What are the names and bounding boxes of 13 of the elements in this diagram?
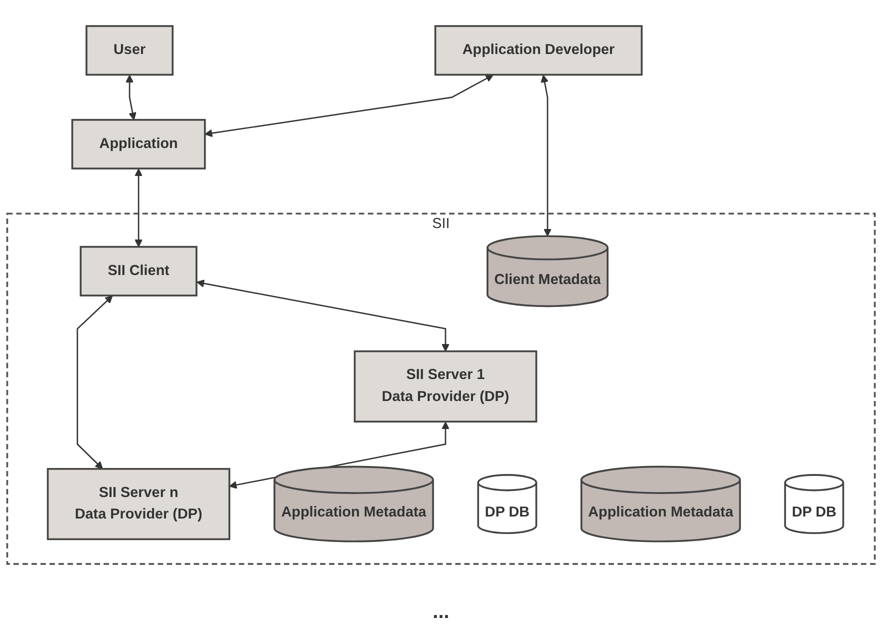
node-box: User	[86, 25, 174, 76]
node-box: SII Client	[80, 246, 198, 296]
arrow	[196, 280, 450, 352]
arrow	[204, 74, 494, 138]
arrow	[76, 295, 113, 470]
node-box: SII Server n Data Provider (DP)	[46, 468, 230, 540]
arrow	[126, 74, 136, 120]
node-box: Application Developer	[434, 25, 643, 76]
arrow	[540, 74, 552, 236]
ellipsis-note: ...	[432, 601, 450, 623]
node-box: Application	[71, 118, 206, 170]
arrow	[134, 168, 143, 248]
node-box: SII Server 1 Data Provider (DP)	[354, 350, 538, 423]
